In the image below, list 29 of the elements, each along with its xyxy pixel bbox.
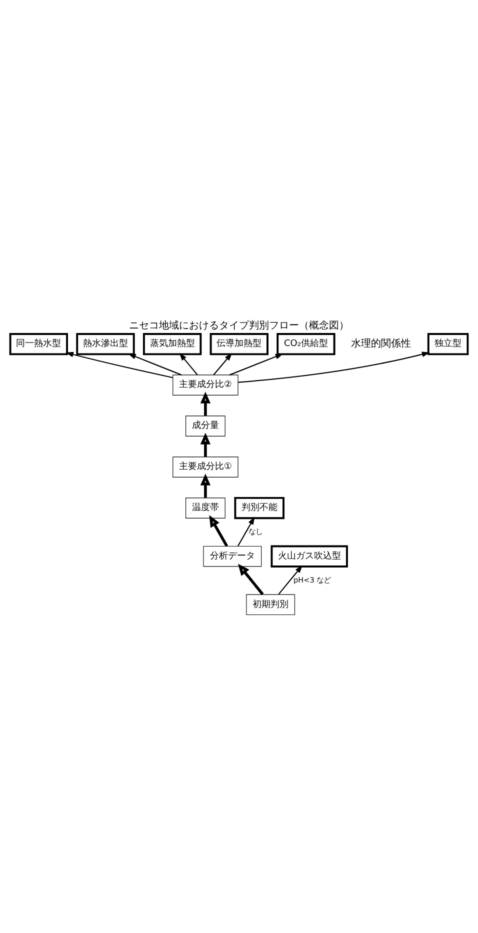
node-box: 成分量: [186, 416, 226, 436]
arrow: [200, 392, 211, 416]
arrow: [179, 352, 198, 376]
arrow: [200, 474, 211, 498]
arrow: [128, 354, 182, 376]
node-box: 温度帯: [186, 498, 226, 518]
arrow: [238, 352, 430, 383]
node-box: 火山ガス吹込型: [270, 545, 348, 568]
node-box: 主要成分比②: [172, 374, 238, 396]
arrow: [200, 432, 211, 457]
diagram-title: ニセコ地域におけるタイプ判別フロー（概念図）: [129, 320, 349, 332]
node-box: 熱水滲出型: [76, 332, 135, 356]
arrow: [209, 515, 228, 547]
node-box: 分析データ: [203, 546, 262, 567]
node-box: 独立型: [427, 332, 469, 356]
arrow: [213, 352, 232, 376]
node-box: 同一熱水型: [9, 332, 68, 356]
arrow: [229, 354, 284, 376]
label: 水理的関係性: [351, 338, 412, 350]
node-box: 主要成分比①: [172, 456, 238, 478]
arrow: [238, 564, 264, 596]
node-box: CO₂供給型: [276, 332, 336, 356]
node-box: 蒸気加熱型: [142, 332, 202, 356]
node-box: 伝導加熱型: [210, 332, 268, 356]
node-box: 判別不能: [234, 496, 284, 520]
arrow: [278, 565, 303, 595]
arrow: [66, 352, 173, 378]
node-box: 初期判別: [246, 594, 296, 616]
arrow: [238, 516, 255, 546]
